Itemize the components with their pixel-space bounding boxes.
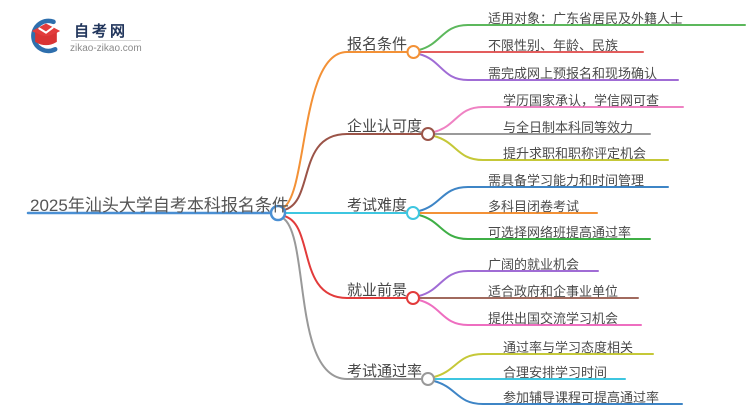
logo-domain: zikao-zikao.com: [70, 43, 142, 54]
root-node-circle: [269, 204, 287, 222]
child-label: 不限性别、年龄、民族: [488, 38, 619, 53]
child-label: 通过率与学习态度相关: [503, 340, 634, 355]
branch-connector: [282, 51, 408, 209]
child-connector: [418, 53, 679, 81]
child-label: 适合政府和企事业单位: [488, 284, 619, 299]
child-label: 参加辅导课程可提高通过率: [503, 390, 660, 405]
child-label: 学历国家承认，学信网可查: [503, 93, 660, 108]
branch-node-circle: [421, 127, 435, 141]
branch-connector: [283, 215, 408, 299]
child-label: 提升求职和职称评定机会: [503, 146, 647, 161]
child-label: 多科目闭卷考试: [488, 199, 580, 214]
child-label: 与全日制本科同等效力: [503, 120, 634, 135]
child-connector: [418, 186, 669, 212]
logo-title: 自考网: [74, 23, 129, 40]
child-connector: [433, 135, 669, 161]
branch-label-kaoshi-tongguolv: 考试通过率: [347, 363, 423, 380]
logo-divider: [71, 40, 141, 41]
child-label: 广阔的就业机会: [488, 257, 580, 272]
branch-connector: [282, 217, 423, 380]
graduation-cap-logo-icon: [31, 18, 61, 54]
child-connector: [433, 106, 684, 133]
child-label: 合理安排学习时间: [503, 365, 608, 380]
branch-label-qiye-renkedu: 企业认可度: [347, 118, 423, 135]
child-connector: [433, 380, 683, 405]
branch-node-circle: [421, 372, 435, 386]
branch-node-circle: [406, 291, 420, 305]
child-connector: [418, 270, 599, 297]
child-connector: [418, 214, 651, 240]
child-connector: [418, 24, 746, 51]
child-label: 适用对象：广东省居民及外籍人士: [488, 11, 684, 26]
branch-label-jiuye-qianjing: 就业前景: [347, 282, 408, 299]
child-connector: [433, 353, 654, 378]
child-label: 需完成网上预报名和现场确认: [488, 66, 658, 81]
child-connector: [418, 299, 642, 326]
branch-node-circle: [406, 45, 421, 59]
child-label: 需具备学习能力和时间管理: [488, 173, 645, 188]
root-topic-label: 2025年汕头大学自考本科报名条件: [30, 196, 289, 215]
branch-node-circle: [406, 206, 420, 220]
site-logo[interactable]: 自考网 zikao-zikao.com: [26, 12, 176, 60]
child-label: 可选择网络班提高通过率: [488, 225, 632, 240]
child-label: 提供出国交流学习机会: [488, 311, 619, 326]
branch-label-kaoshi-nandu: 考试难度: [347, 197, 408, 214]
branch-label-baoming-tiaojian: 报名条件: [347, 36, 408, 53]
branch-connector: [283, 133, 423, 211]
